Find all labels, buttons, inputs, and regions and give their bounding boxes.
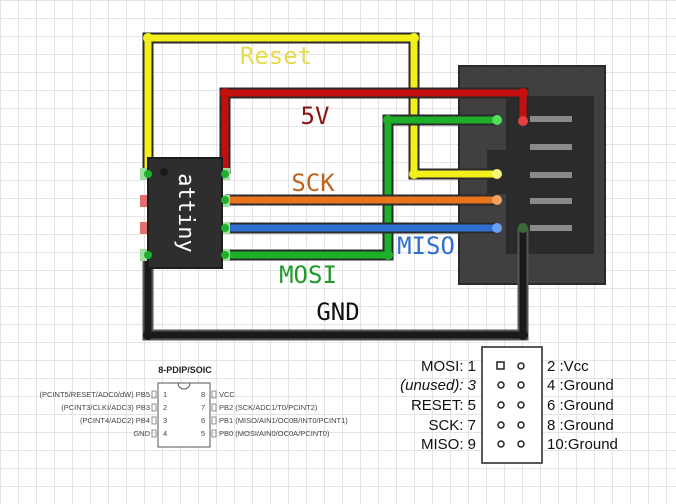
- header-pin-3: (unused): 3: [400, 377, 477, 394]
- pin-2-name: (PCINT3/CLKI/ADC3) PB3: [61, 403, 150, 412]
- reset-label: Reset: [240, 42, 312, 70]
- pin-5-name: PB0 (MOSI/AIN0/OC0A/PCINT0): [219, 429, 330, 438]
- pin-2-num: 2: [163, 403, 167, 412]
- pin-8-name: VCC: [219, 390, 235, 399]
- gnd-label: GND: [316, 298, 359, 326]
- pin-4-name: GND: [133, 429, 150, 438]
- pin-4-num: 4: [163, 429, 167, 438]
- sck-label: SCK: [291, 169, 335, 197]
- pin-1-name: (PCINT5/RESET/ADC0/dW) PB5: [40, 390, 150, 399]
- header-pin-10: 10:Ground: [547, 436, 618, 453]
- pin-3-name: (PCINT4/ADC2) PB4: [80, 416, 150, 425]
- isp-header-pinout: MOSI: 1 (unused): 3 RESET: 5 SCK: 7 MISO…: [400, 346, 618, 464]
- header-pin-4: 4 :Ground: [547, 377, 614, 394]
- header-pin-5: RESET: 5: [411, 397, 476, 414]
- pin-7-name: PB2 (SCK/ADC1/T0/PCINT2): [219, 403, 318, 412]
- wire-5v: [219, 87, 529, 174]
- pin-8-num: 8: [201, 390, 205, 399]
- 5v-label: 5V: [301, 102, 330, 130]
- header-pin-1: MOSI: 1: [421, 358, 476, 375]
- pin-6-name: PB1 (MISO/AIN1/OC0B/INT0/PCINT1): [219, 416, 348, 425]
- pin-1-num: 1: [163, 390, 167, 399]
- wire-gnd: [142, 228, 529, 341]
- chip-label: attiny: [173, 173, 198, 252]
- pin-3-num: 3: [163, 416, 167, 425]
- pinout-diagram: 8-PDIP/SOIC (PCINT5/RESET/ADC0/dW) PB5 (…: [40, 365, 348, 448]
- isp-connector: [458, 65, 606, 285]
- wire-endpoints: [143, 33, 528, 340]
- wire-mosi: [225, 114, 497, 261]
- header-pin-7: SCK: 7: [428, 417, 476, 434]
- header-pin-8: 8 :Ground: [547, 417, 614, 434]
- header-pin-9: MISO: 9: [421, 436, 476, 453]
- mosi-label: MOSI: [279, 261, 337, 289]
- attiny-chip: attiny: [140, 157, 230, 269]
- pinout-title: 8-PDIP/SOIC: [158, 365, 212, 375]
- header-pin-6: 6 :Ground: [547, 397, 614, 414]
- pin-5-num: 5: [201, 429, 205, 438]
- header-pin-2: 2 :Vcc: [547, 358, 589, 375]
- miso-label: MISO: [397, 232, 455, 260]
- pin-6-num: 6: [201, 416, 205, 425]
- pin-7-num: 7: [201, 403, 205, 412]
